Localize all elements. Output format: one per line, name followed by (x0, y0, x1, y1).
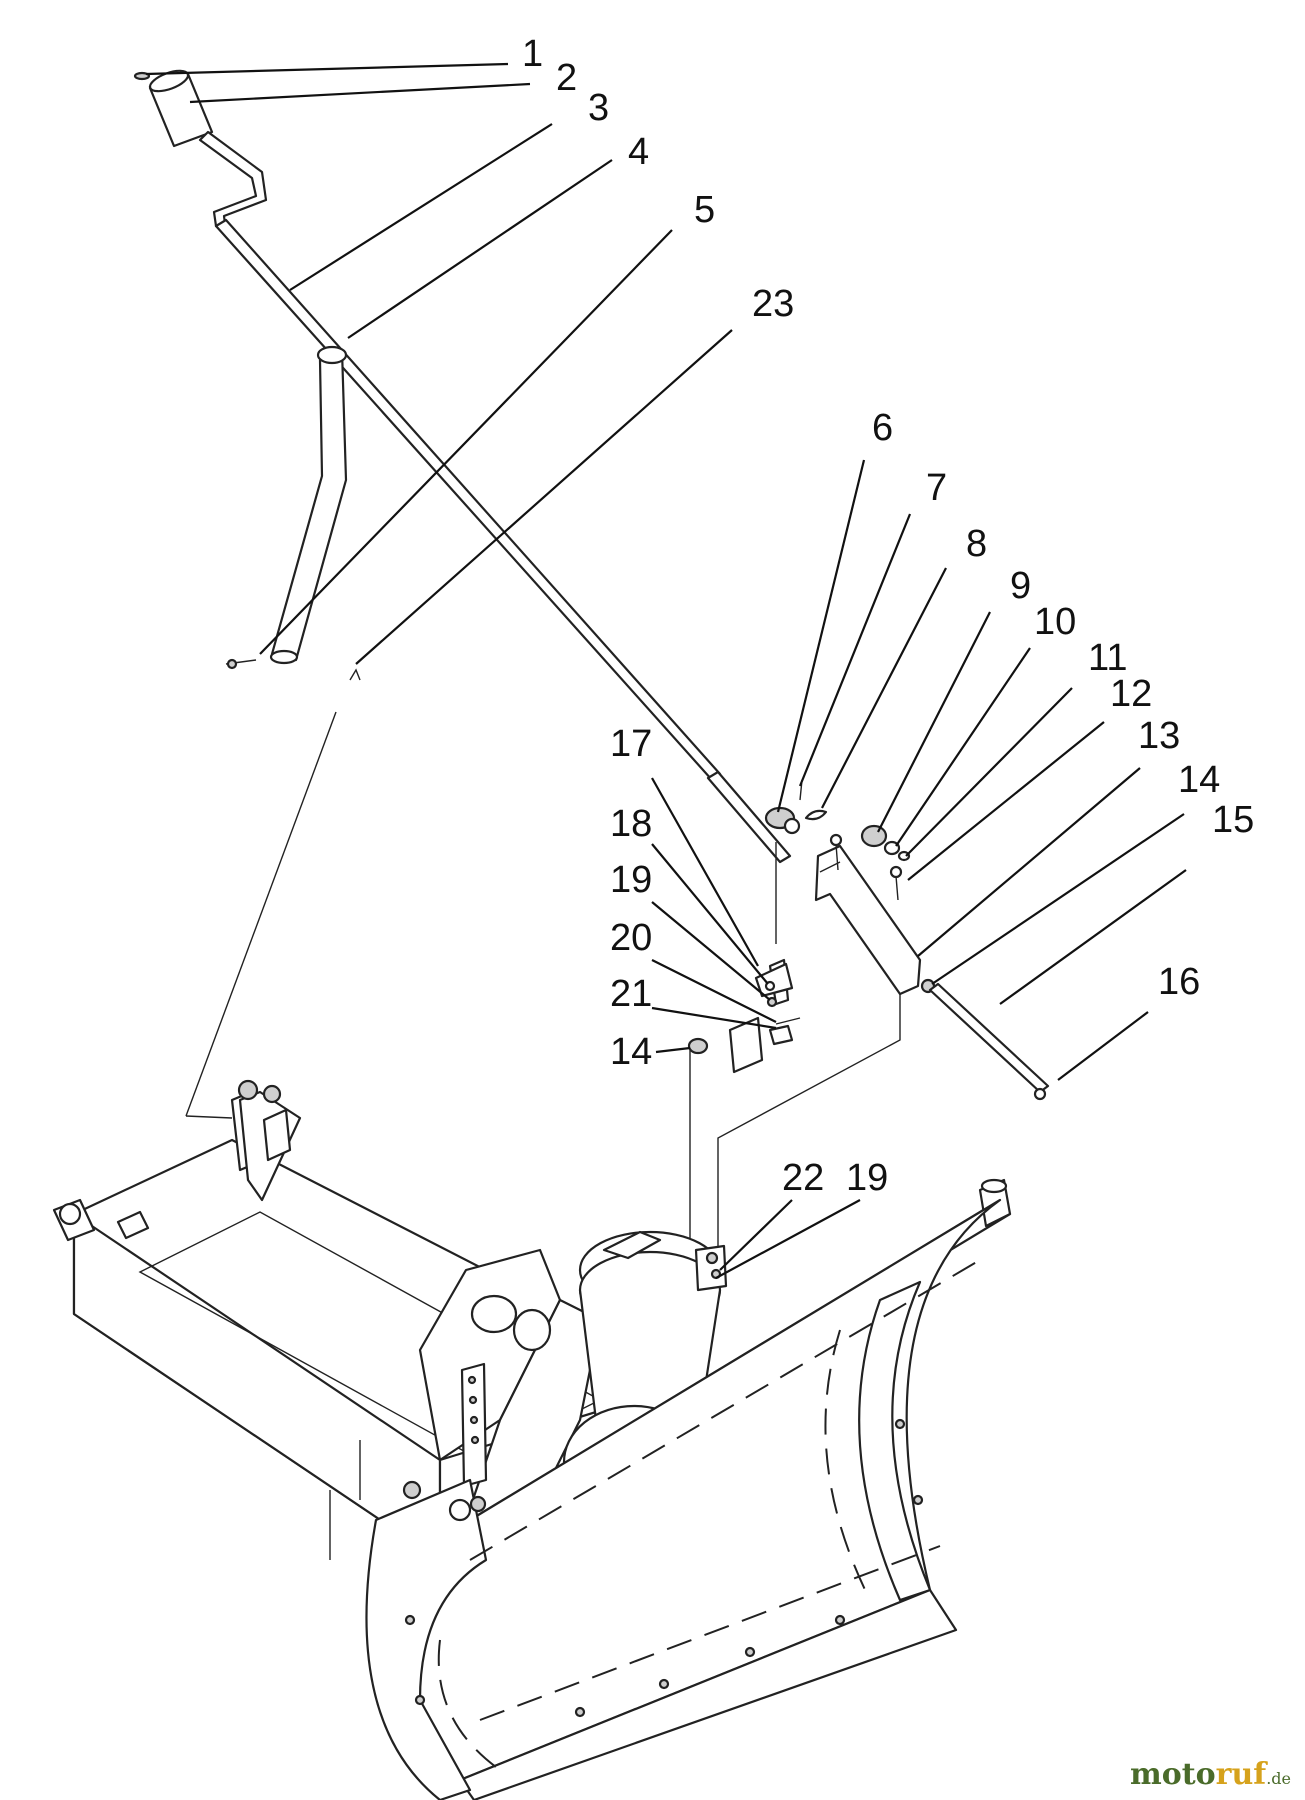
callout-4: 4 (628, 131, 649, 173)
callout-labels: 1 2 3 4 5 23 6 7 8 9 10 11 12 13 14 15 1… (522, 33, 1254, 1199)
callout-10: 10 (1034, 601, 1076, 643)
callout-21: 21 (610, 973, 652, 1015)
callout-19-upper: 19 (610, 859, 652, 901)
callout-6: 6 (872, 407, 893, 449)
callout-14-lower: 14 (610, 1031, 652, 1073)
callout-22: 22 (782, 1157, 824, 1199)
callout-3: 3 (588, 87, 609, 129)
watermark-part2: ruf (1215, 1757, 1267, 1792)
callout-7: 7 (926, 467, 947, 509)
leader-lines (145, 62, 1187, 1279)
callout-14-upper: 14 (1178, 759, 1220, 801)
callout-13: 13 (1138, 715, 1180, 757)
callout-20: 20 (610, 917, 652, 959)
callout-17: 17 (610, 723, 652, 765)
watermark-tld: .de (1266, 1769, 1291, 1788)
motoruf-watermark: motoruf.de (1130, 1757, 1291, 1792)
callout-15: 15 (1212, 799, 1254, 841)
callout-19-lower: 19 (846, 1157, 888, 1199)
callout-23: 23 (752, 283, 794, 325)
watermark-part1: moto (1130, 1757, 1216, 1792)
callout-1: 1 (522, 33, 543, 75)
callout-2: 2 (556, 57, 577, 99)
callout-16: 16 (1158, 961, 1200, 1003)
linkage-bracket-assembly (687, 770, 1050, 1290)
callout-12: 12 (1110, 673, 1152, 715)
callout-5: 5 (694, 189, 715, 231)
callout-11: 11 (1088, 637, 1127, 679)
assembly-guide-lines (185, 711, 337, 1119)
crank-handle-assembly (133, 69, 722, 782)
plow-blade (365, 1178, 1012, 1800)
callout-9: 9 (1010, 565, 1031, 607)
callout-18: 18 (610, 803, 652, 845)
callout-8: 8 (966, 523, 987, 565)
